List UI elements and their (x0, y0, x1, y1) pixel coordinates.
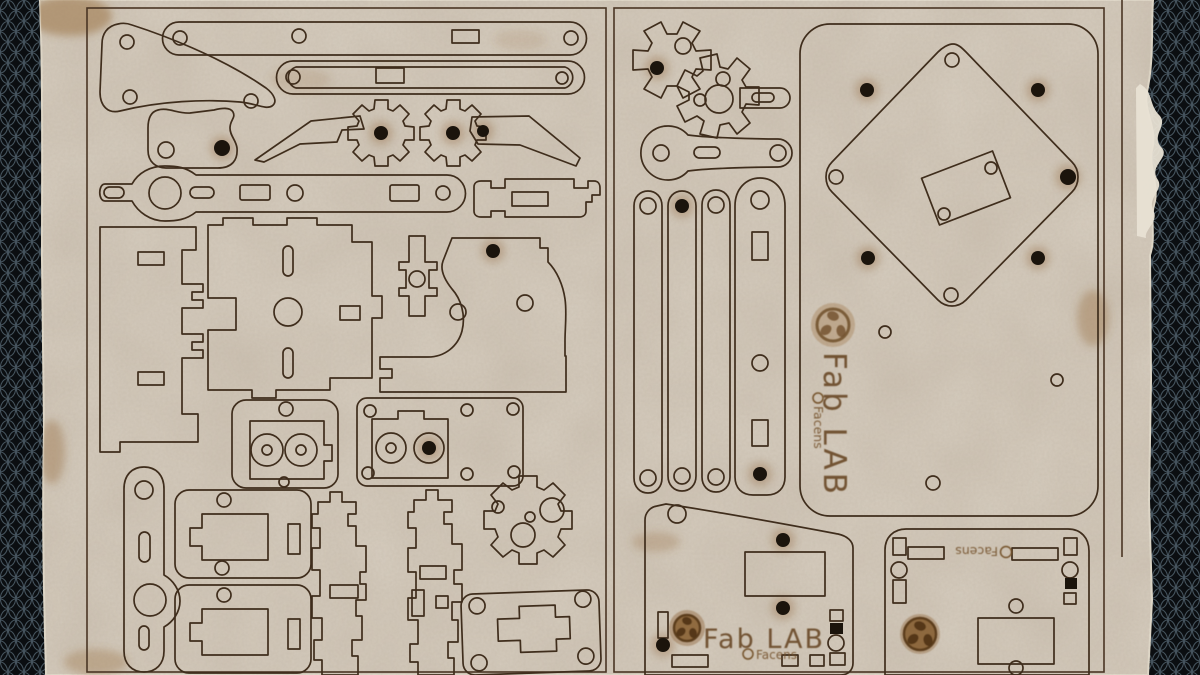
part-gearbox-plate-a (231, 399, 339, 489)
part-gear-small-left (347, 99, 415, 167)
part-swing-arm (99, 22, 276, 113)
facens-wordmark: Facens (811, 406, 826, 449)
part-gear-small-right (419, 99, 487, 167)
fablab-brand-horizontal: Fab LAB Facens (669, 610, 825, 662)
part-link-bar-long (161, 21, 588, 56)
pierced-slot (830, 623, 843, 634)
fablab-wordmark: Fab LAB (816, 352, 852, 497)
panel-left (86, 7, 607, 675)
pierced-holes (214, 61, 1076, 652)
part-gear-with-arm (676, 53, 791, 139)
fablab-logo-icon (815, 307, 851, 343)
part-strap-2 (667, 190, 697, 492)
fablab-wordmark: Fab LAB (703, 624, 825, 655)
part-blade-left (254, 115, 365, 163)
panel-left-border (86, 7, 607, 673)
part-cross-plate (460, 589, 602, 675)
part-strap-3 (701, 189, 731, 493)
part-castellated-strip-a (311, 491, 367, 675)
facens-wordmark: Facens (955, 544, 998, 559)
part-controller-plate (644, 503, 854, 675)
facens-logo-icon (999, 545, 1013, 559)
fablab-logo-icon (672, 613, 702, 643)
part-curved-hook (379, 237, 567, 393)
part-vertical-link (123, 466, 181, 673)
part-cross-mount (398, 235, 438, 317)
facens-brand-upside-down: Facens (900, 544, 1013, 654)
fablab-brand-vertical: Fab LAB Facens (811, 303, 855, 497)
panel-right (613, 0, 1123, 675)
facens-logo-icon (812, 392, 824, 404)
facens-logo-icon (742, 648, 754, 660)
part-notched-sled (473, 178, 601, 218)
part-tall-bracket (99, 226, 204, 453)
part-blade-right (469, 115, 581, 167)
part-link-bar-framed (275, 60, 586, 95)
part-gear-large (483, 475, 573, 565)
torn-fiber-edge (1136, 84, 1164, 238)
facens-wordmark: Facens (756, 648, 797, 662)
part-main-plate (207, 217, 383, 399)
part-castellated-strip-b (407, 489, 463, 675)
part-wide-strap (734, 177, 786, 496)
fablab-logo-icon (900, 614, 940, 654)
part-battery-plate-b (174, 584, 312, 674)
mdf-sheet (38, 0, 1164, 675)
panel-right-border (613, 7, 1105, 673)
part-base-plate (799, 23, 1099, 517)
part-gearbox-plate-b (356, 397, 524, 487)
part-gear-star (632, 21, 712, 99)
part-servo-arm (98, 165, 467, 222)
part-battery-plate-a (174, 489, 312, 579)
part-blob-bracket (147, 107, 238, 169)
part-strap-1 (633, 190, 663, 494)
burn-stains (40, 0, 1109, 675)
part-corner-plate (884, 528, 1090, 675)
pierced-slot (1065, 578, 1077, 589)
part-bone-arm (640, 125, 793, 181)
